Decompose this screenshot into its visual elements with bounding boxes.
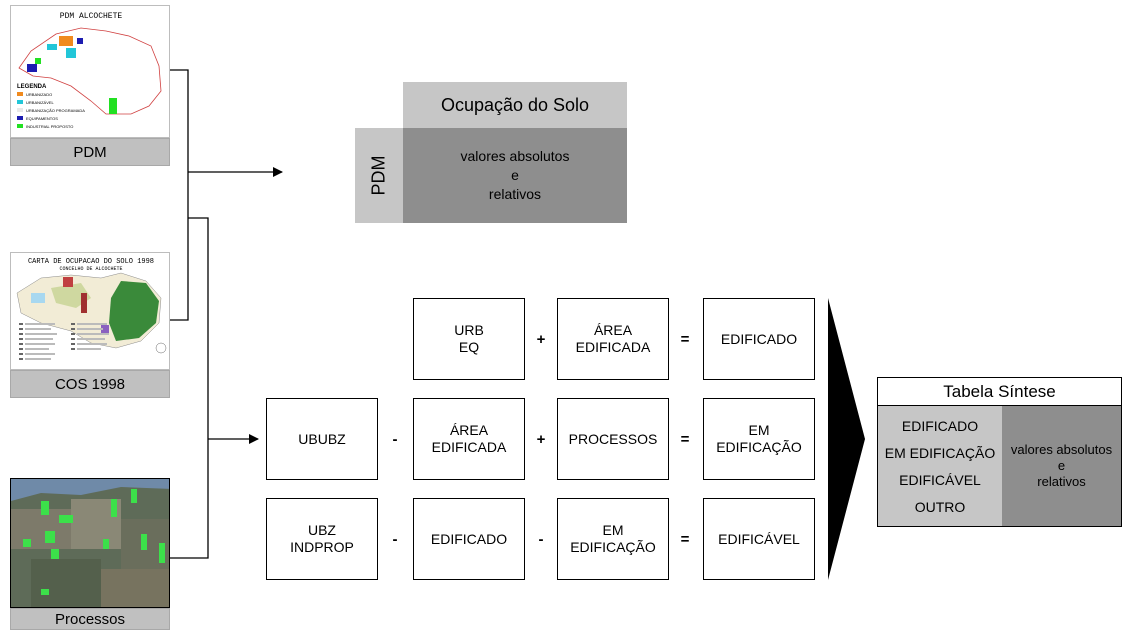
pdm-legend-item: INDUSTRIAL PROPOSTO [26, 124, 73, 129]
ocupacao-row-label: PDM [368, 155, 389, 196]
eq2-result-em-edificacao: EM EDIFICAÇÃO [703, 398, 815, 480]
eq3-minus-operator-1: - [392, 530, 398, 548]
tabela-category: EDIFICADO [901, 417, 979, 434]
eq1-plus-operator: + [536, 330, 546, 348]
pdm-legend-item: URBANIZADO [26, 92, 52, 97]
eq3-term-em-edificacao: EM EDIFICAÇÃO [557, 498, 669, 580]
cos-map-image: CARTA DE OCUPACAO DO SOLO 1998 CONCELHO … [16, 258, 167, 360]
eq1-equals-operator: = [680, 330, 690, 348]
eq1-term-area-edificada: ÁREA EDIFICADA [557, 298, 669, 380]
cos-map-title: CARTA DE OCUPACAO DO SOLO 1998 [28, 258, 154, 266]
merge-arrow-triangle [828, 298, 865, 580]
cos-map-thumbnail: CARTA DE OCUPACAO DO SOLO 1998 CONCELHO … [10, 252, 170, 370]
tabela-sintese: Tabela Síntese EDIFICADO EM EDIFICAÇÃO E… [877, 377, 1122, 527]
pdm-caption: PDM [10, 138, 170, 166]
processos-photo-thumbnail [10, 478, 170, 608]
ocupacao-header: Ocupação do Solo [403, 82, 627, 128]
pdm-legend-title: LEGENDA [17, 84, 47, 90]
eq2-term-processos: PROCESSOS [557, 398, 669, 480]
tabela-category: OUTRO [914, 498, 966, 515]
pdm-legend-item: URBANIZÁVEL [26, 100, 55, 105]
ocupacao-values: valores absolutos e relativos [403, 128, 627, 223]
cos-caption: COS 1998 [10, 370, 170, 398]
eq2-term-ububz: UBUBZ [266, 398, 378, 480]
eq3-equals-operator: = [680, 530, 690, 548]
eq2-equals-operator: = [680, 430, 690, 448]
aerial-photo-image [11, 479, 169, 607]
pdm-legend-item: EQUIPAMENTOS [26, 116, 58, 121]
eq1-term-urb-eq: URB EQ [413, 298, 525, 380]
pdm-map-thumbnail: PDM ALCOCHETE LEGENDA URBANIZADO URBANIZ… [10, 5, 170, 138]
tabela-title: Tabela Síntese [878, 378, 1121, 406]
eq2-plus-operator: + [536, 430, 546, 448]
eq3-minus-operator-2: - [538, 530, 544, 548]
cos-map-subtitle: CONCELHO DE ALCOCHETE [59, 266, 122, 272]
eq3-result-edificavel: EDIFICÁVEL [703, 498, 815, 580]
tabela-values: valores absolutos e relativos [1002, 406, 1121, 526]
eq3-term-edificado: EDIFICADO [413, 498, 525, 580]
eq2-minus-operator: - [392, 430, 398, 448]
pdm-map-image: PDM ALCOCHETE LEGENDA URBANIZADO URBANIZ… [17, 12, 162, 129]
eq2-term-area-edificada: ÁREA EDIFICADA [413, 398, 525, 480]
pdm-map-title: PDM ALCOCHETE [60, 12, 123, 21]
tabela-category: EDIFICÁVEL [899, 471, 981, 488]
processos-caption: Processos [10, 608, 170, 630]
tabela-category: EM EDIFICAÇÃO [884, 444, 996, 461]
pdm-legend-item: URBANIZAÇÃO PROGRAMADA [26, 108, 85, 113]
eq3-term-ubz-indprop: UBZ INDPROP [266, 498, 378, 580]
eq1-result-edificado: EDIFICADO [703, 298, 815, 380]
ocupacao-row-label-cell: PDM [355, 128, 403, 223]
tabela-categories: EDIFICADO EM EDIFICAÇÃO EDIFICÁVEL OUTRO [878, 406, 1002, 526]
